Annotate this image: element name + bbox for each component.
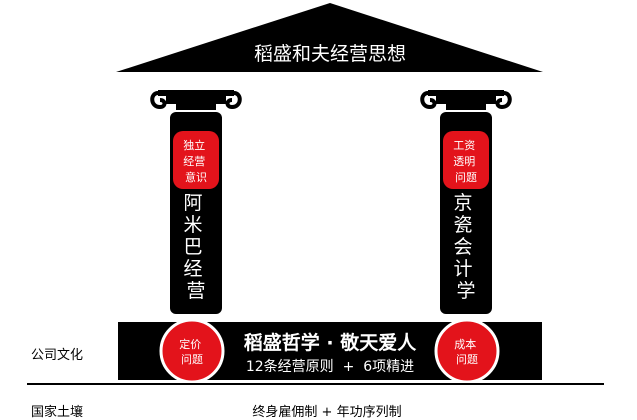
svg-text:工资 透明 问题: 工资 透明 问题: [453, 139, 479, 184]
foundation-left-badge-line-2: 问题: [181, 353, 203, 366]
foundation-right-badge-line-2: 问题: [456, 353, 478, 366]
foundation-left-badge: [159, 318, 225, 384]
roof: [116, 3, 543, 72]
right-pillar-capital: [420, 90, 512, 110]
left-pillar-capital: [150, 90, 242, 110]
foundation-right-badge: [434, 318, 500, 384]
left-badge-line-3: 意识: [185, 170, 207, 184]
right-badge-line-1: 工资: [453, 139, 475, 152]
left-pillar-text: 阿 米 巴 经 营: [183, 192, 208, 302]
label-company-culture: 公司文化: [31, 348, 83, 363]
svg-text:独立 经营 意识: 独立 经营 意识: [183, 138, 209, 184]
foundation-right-badge-line-1: 成本: [454, 337, 476, 351]
right-pillar-text: 京 瓷 会 计 学: [453, 192, 478, 302]
svg-text:成本 问题: 成本 问题: [454, 337, 480, 366]
foundation-main-text: 稻盛哲学 · 敬天爱人: [244, 331, 417, 354]
foundation-sub-text: 12条经营原则 + 6项精进: [246, 358, 414, 375]
soil-text: 终身雇佣制 + 年功序列制: [252, 404, 401, 420]
left-pillar-badge: [173, 131, 219, 189]
right-badge-line-3: 问题: [455, 171, 477, 184]
label-national-soil: 国家土壤: [31, 404, 83, 420]
left-badge-line-2: 经营: [183, 154, 205, 168]
svg-text:定价 问题: 定价 问题: [179, 337, 205, 366]
roof-title: 稻盛和夫经营思想: [254, 43, 406, 65]
right-badge-line-2: 透明: [453, 155, 475, 168]
left-badge-line-1: 独立: [183, 138, 205, 152]
foundation-left-badge-line-1: 定价: [179, 337, 201, 351]
right-pillar-badge: [443, 131, 489, 189]
